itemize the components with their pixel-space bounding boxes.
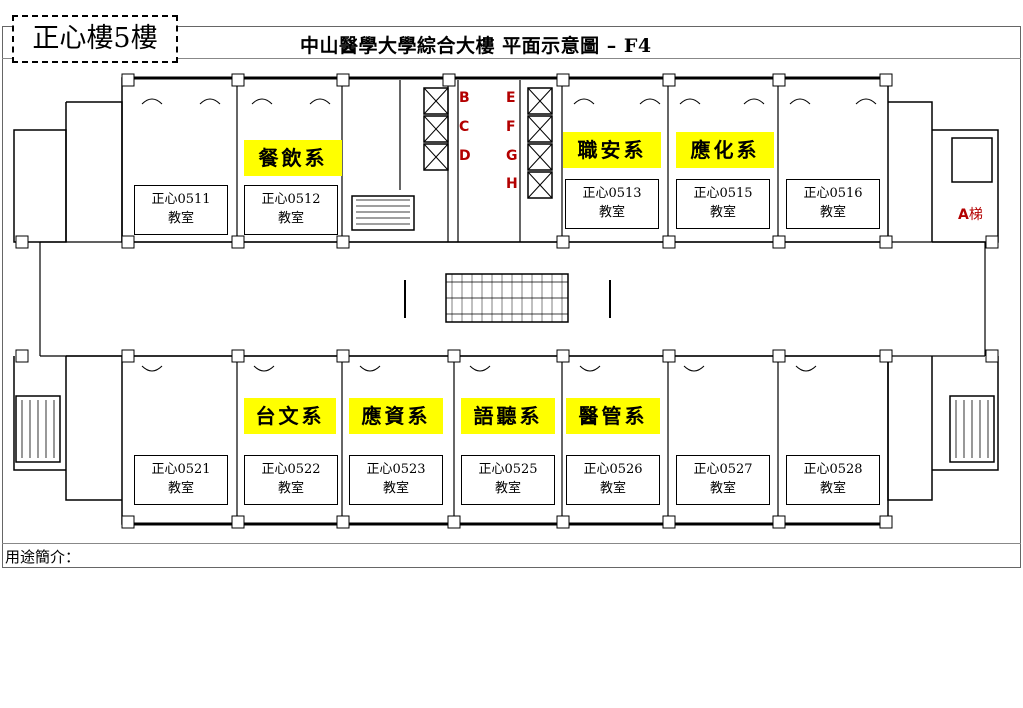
room-type: 教室 xyxy=(709,481,736,496)
room-number: 正心0515 xyxy=(693,186,753,201)
stair-a-label: A梯 xyxy=(958,204,983,224)
room-box-0516: 正心0516 教室 xyxy=(786,179,880,229)
footer-row xyxy=(2,543,1021,568)
room-box-0526: 正心0526 教室 xyxy=(566,455,660,505)
corridor-walls xyxy=(40,241,985,357)
stair-letter: A xyxy=(958,207,969,223)
usage-label: 用途簡介： xyxy=(5,548,81,566)
room-number: 正心0512 xyxy=(261,192,321,207)
room-type: 教室 xyxy=(277,211,304,226)
room-number: 正心0522 xyxy=(261,462,321,477)
right-upper-wing xyxy=(888,101,933,242)
right-lower-annex xyxy=(932,356,999,471)
elevator-label-d: D xyxy=(459,148,471,164)
room-box-0522: 正心0522 教室 xyxy=(244,455,338,505)
stair-suffix: 梯 xyxy=(968,207,983,223)
elevator-label-f: F xyxy=(506,119,516,135)
room-box-0512: 正心0512 教室 xyxy=(244,185,338,235)
room-box-0515: 正心0515 教室 xyxy=(676,179,770,229)
room-box-0528: 正心0528 教室 xyxy=(786,455,880,505)
left-lower-annex xyxy=(13,356,66,471)
room-box-0521: 正心0521 教室 xyxy=(134,455,228,505)
right-lower-wing xyxy=(887,356,933,501)
elevator-label-e: E xyxy=(506,90,516,106)
room-type: 教室 xyxy=(382,481,409,496)
room-box-0527: 正心0527 教室 xyxy=(676,455,770,505)
room-type: 教室 xyxy=(709,205,736,220)
dept-tag-applied-chemistry: 應化系 xyxy=(676,132,774,168)
dept-tag-speech-hearing: 語聽系 xyxy=(461,398,555,434)
room-number: 正心0516 xyxy=(803,186,863,201)
room-number: 正心0521 xyxy=(151,462,211,477)
room-type: 教室 xyxy=(599,481,626,496)
room-number: 正心0528 xyxy=(803,462,863,477)
title-row xyxy=(2,26,1021,59)
elevator-label-c: C xyxy=(459,119,470,135)
room-box-0525: 正心0525 教室 xyxy=(461,455,555,505)
right-upper-annex xyxy=(932,129,999,243)
room-number: 正心0526 xyxy=(583,462,643,477)
room-number: 正心0527 xyxy=(693,462,753,477)
left-upper-wing xyxy=(65,101,123,242)
room-type: 教室 xyxy=(167,211,194,226)
room-type: 教室 xyxy=(598,205,625,220)
dept-tag-catering: 餐飲系 xyxy=(244,140,342,176)
dept-tag-medical-management: 醫管系 xyxy=(566,398,660,434)
left-upper-annex xyxy=(13,129,67,243)
elevator-label-b: B xyxy=(459,90,470,106)
building-label: 正心樓5樓 xyxy=(12,15,178,63)
elevator-label-g: G xyxy=(506,148,518,164)
room-type: 教室 xyxy=(819,481,846,496)
room-type: 教室 xyxy=(277,481,304,496)
room-box-0513: 正心0513 教室 xyxy=(565,179,659,229)
dept-tag-taiwanese-literature: 台文系 xyxy=(244,398,336,434)
room-number: 正心0511 xyxy=(151,192,211,207)
left-lower-wing xyxy=(65,355,122,501)
room-type: 教室 xyxy=(819,205,846,220)
room-number: 正心0523 xyxy=(366,462,426,477)
room-box-0523: 正心0523 教室 xyxy=(349,455,443,505)
room-number: 正心0525 xyxy=(478,462,538,477)
room-type: 教室 xyxy=(494,481,521,496)
elevator-label-h: H xyxy=(506,176,518,192)
dept-tag-occupational-safety: 職安系 xyxy=(563,132,661,168)
room-type: 教室 xyxy=(167,481,194,496)
room-number: 正心0513 xyxy=(582,186,642,201)
plan-title: 中山醫學大學綜合大樓 平面示意圖 – F4 xyxy=(300,35,652,57)
dept-tag-applied-information: 應資系 xyxy=(349,398,443,434)
drawing-frame xyxy=(2,26,1021,568)
room-box-0511: 正心0511 教室 xyxy=(134,185,228,235)
